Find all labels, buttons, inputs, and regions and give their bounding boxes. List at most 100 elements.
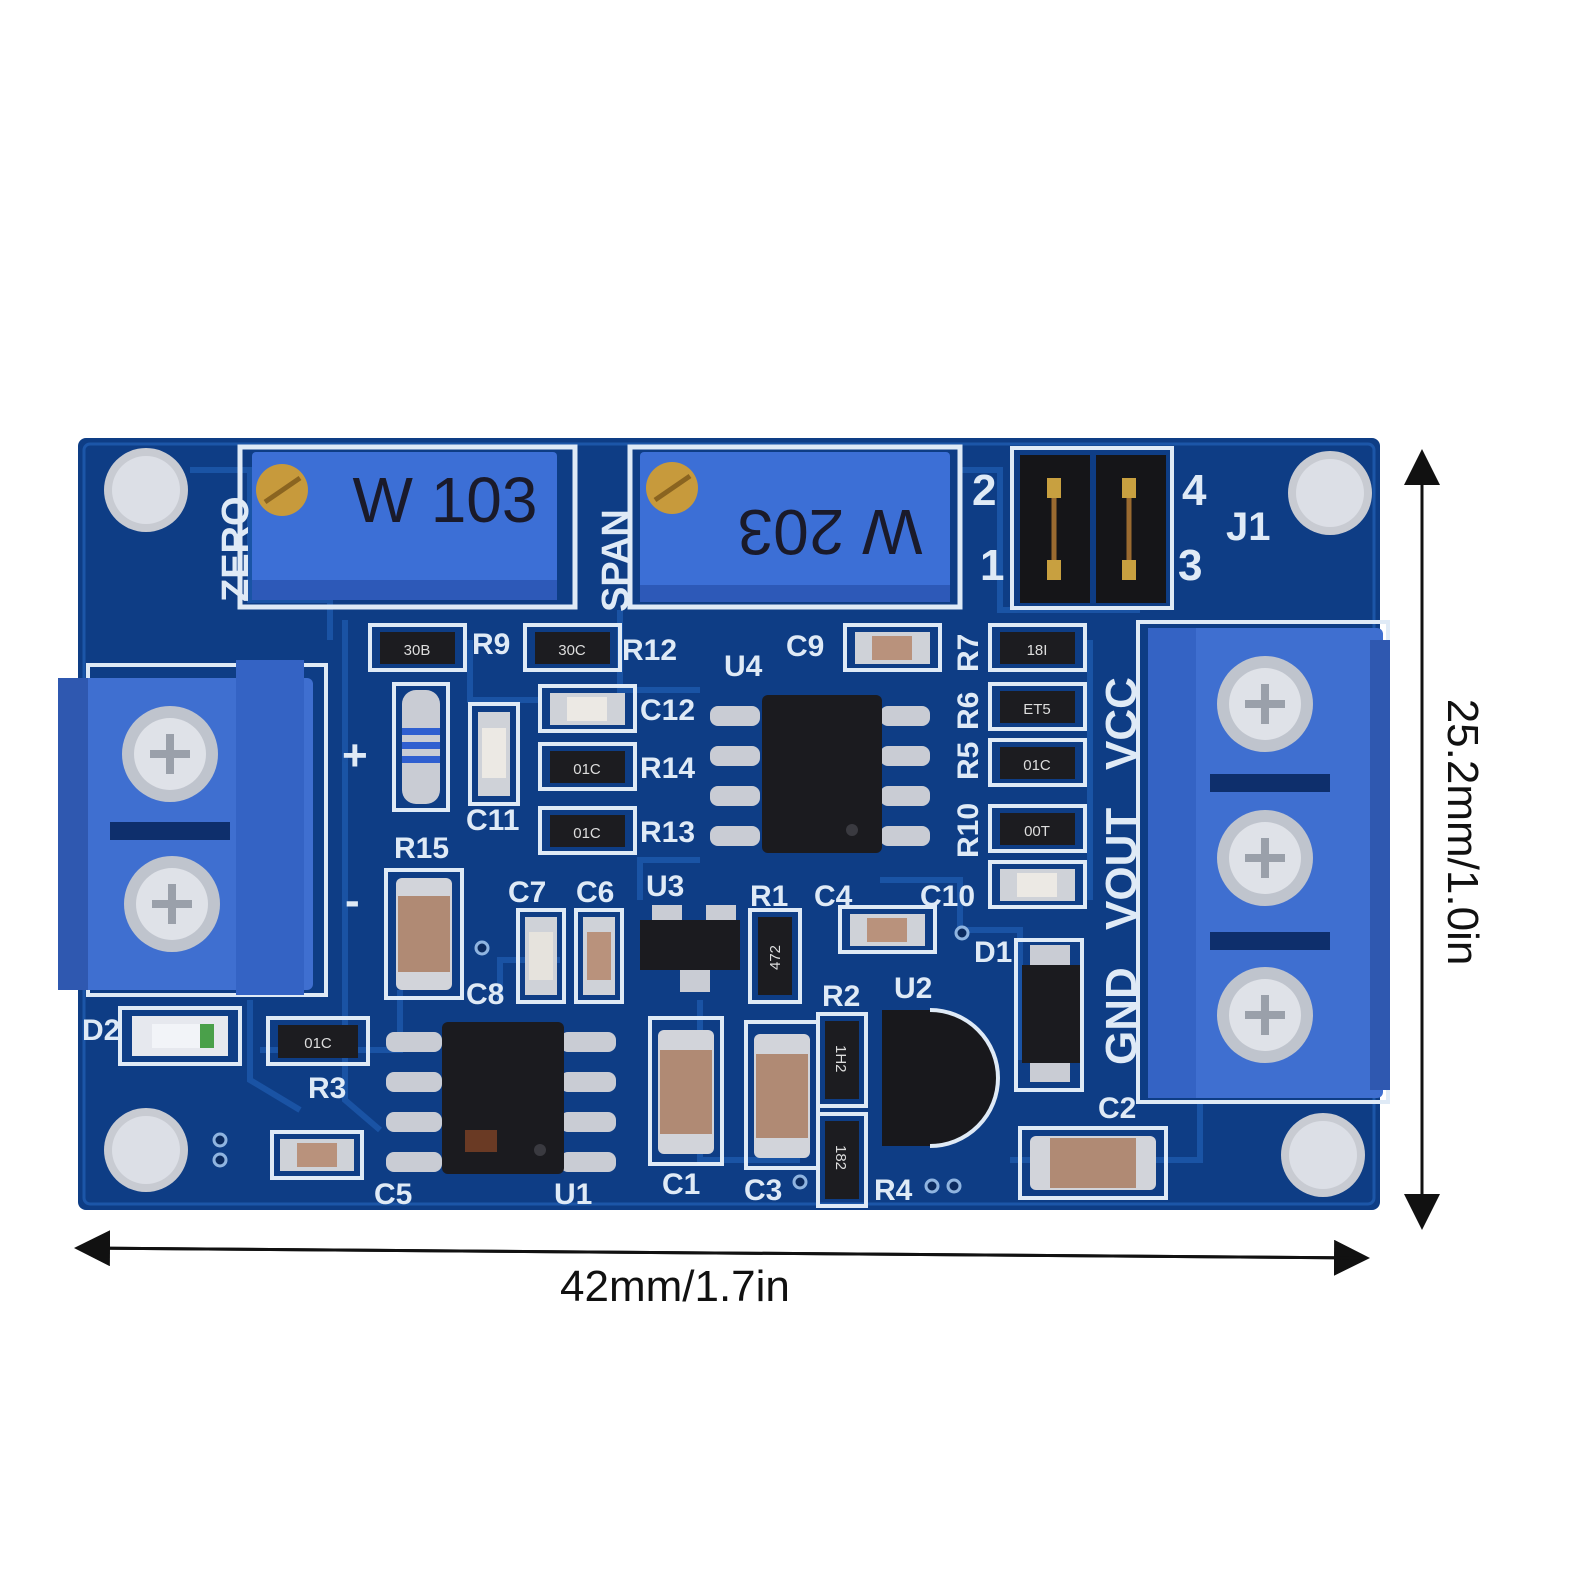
output-terminal-block — [1136, 620, 1390, 1104]
trimmer-zero-marking: W 103 — [353, 464, 538, 536]
ref-r10: R10 — [952, 803, 985, 858]
resistor-r10: 00T — [1000, 813, 1075, 845]
jumper-j1 — [1010, 446, 1174, 610]
width-dimension-line — [74, 1230, 1370, 1276]
ref-c5: C5 — [374, 1178, 412, 1211]
span-label: SPAN — [595, 509, 637, 612]
input-plus-label: + — [342, 731, 368, 780]
ref-u1: U1 — [554, 1178, 592, 1211]
ref-r13: R13 — [640, 816, 695, 849]
mounting-hole-top-left — [104, 448, 188, 532]
input-minus-label: - — [345, 876, 360, 925]
capacitor-c5 — [280, 1139, 354, 1171]
capacitor-c3 — [754, 1034, 810, 1158]
ref-c8: C8 — [466, 978, 504, 1011]
svg-text:ET5: ET5 — [1023, 701, 1051, 718]
ref-u3: U3 — [646, 870, 684, 903]
diode-d1 — [1014, 938, 1084, 1092]
svg-text:01C: 01C — [573, 825, 601, 842]
jumper-pin-4: 4 — [1182, 466, 1207, 515]
svg-text:01C: 01C — [304, 1035, 332, 1052]
resistor-r5: 01C — [1000, 747, 1075, 779]
capacitor-c6 — [583, 917, 615, 995]
resistor-r6: ET5 — [1000, 691, 1075, 723]
vout-label: VOUT — [1097, 808, 1146, 930]
capacitor-c2 — [1030, 1136, 1156, 1190]
ic-u4 — [710, 695, 930, 853]
svg-text:30B: 30B — [404, 642, 431, 659]
trimmer-zero: W 103 — [237, 444, 578, 610]
svg-text:18I: 18I — [1027, 642, 1048, 659]
ref-r9: R9 — [472, 628, 510, 661]
mounting-hole-top-right — [1288, 451, 1372, 535]
transistor-u2 — [882, 1008, 1000, 1148]
ref-r7: R7 — [952, 634, 985, 672]
gnd-label: GND — [1097, 967, 1146, 1065]
led-d2 — [118, 1006, 242, 1066]
svg-text:01C: 01C — [1023, 757, 1051, 774]
ref-d1: D1 — [974, 936, 1012, 969]
ref-r4: R4 — [874, 1174, 913, 1207]
regulator-u3 — [640, 905, 740, 992]
svg-text:30C: 30C — [558, 642, 586, 659]
resistor-r7: 18I — [1000, 632, 1075, 664]
resistor-r15 — [392, 682, 450, 812]
ref-r6: R6 — [952, 692, 985, 730]
mounting-hole-bottom-left — [104, 1108, 188, 1192]
ref-r5: R5 — [952, 742, 985, 780]
ref-r2: R2 — [822, 980, 860, 1013]
capacitor-c12 — [550, 693, 625, 725]
ref-c2: C2 — [1098, 1092, 1136, 1125]
capacitor-c10 — [1000, 869, 1075, 901]
ref-c9: C9 — [786, 630, 824, 663]
capacitor-c8 — [396, 878, 452, 990]
resistor-r9: 30B — [380, 632, 455, 664]
ref-c1: C1 — [662, 1168, 700, 1201]
ref-d2: D2 — [82, 1014, 120, 1047]
width-dimension-label: 42mm/1.7in — [560, 1262, 790, 1311]
ref-r14: R14 — [640, 752, 695, 785]
ref-c12: C12 — [640, 694, 695, 727]
capacitor-c9 — [855, 632, 930, 664]
ref-r12: R12 — [622, 634, 677, 667]
resistor-r4: 182 — [825, 1121, 859, 1199]
height-dimension-label: 25.2mm/1.0in — [1438, 698, 1487, 966]
resistor-r13: 01C — [550, 815, 625, 847]
resistor-r12: 30C — [535, 632, 610, 664]
capacitor-c4 — [850, 914, 925, 946]
resistor-r14: 01C — [550, 751, 625, 783]
mounting-hole-bottom-right — [1281, 1113, 1365, 1197]
ref-c7: C7 — [508, 876, 546, 909]
input-terminal-block — [58, 660, 328, 997]
capacitor-c11 — [478, 712, 510, 796]
resistor-r1: 472 — [758, 917, 792, 995]
ref-c3: C3 — [744, 1174, 782, 1207]
ref-u4: U4 — [724, 650, 763, 683]
ref-r15: R15 — [394, 832, 449, 865]
zero-label: ZERO — [215, 496, 257, 602]
jumper-pin-2: 2 — [972, 466, 996, 515]
svg-text:00T: 00T — [1024, 823, 1050, 840]
svg-text:472: 472 — [767, 945, 784, 970]
ref-c11: C11 — [466, 804, 519, 837]
jumper-label: J1 — [1226, 505, 1271, 549]
vcc-label: VCC — [1097, 677, 1146, 770]
ref-c6: C6 — [576, 876, 614, 909]
capacitor-c7 — [525, 917, 557, 995]
svg-text:182: 182 — [832, 1145, 849, 1170]
svg-text:1H2: 1H2 — [832, 1045, 849, 1073]
trimmer-span: W 203 — [627, 444, 963, 610]
trimmer-span-marking: W 203 — [738, 496, 923, 568]
ref-u2: U2 — [894, 972, 932, 1005]
jumper-pin-3: 3 — [1178, 541, 1202, 590]
svg-text:01C: 01C — [573, 761, 601, 778]
ic-u1 — [386, 1022, 616, 1174]
capacitor-c1 — [658, 1030, 714, 1154]
ref-r3: R3 — [308, 1072, 346, 1105]
jumper-pin-1: 1 — [980, 541, 1004, 590]
resistor-r2: 1H2 — [825, 1021, 859, 1099]
ref-r1: R1 — [750, 880, 788, 913]
ref-c4: C4 — [814, 880, 853, 913]
